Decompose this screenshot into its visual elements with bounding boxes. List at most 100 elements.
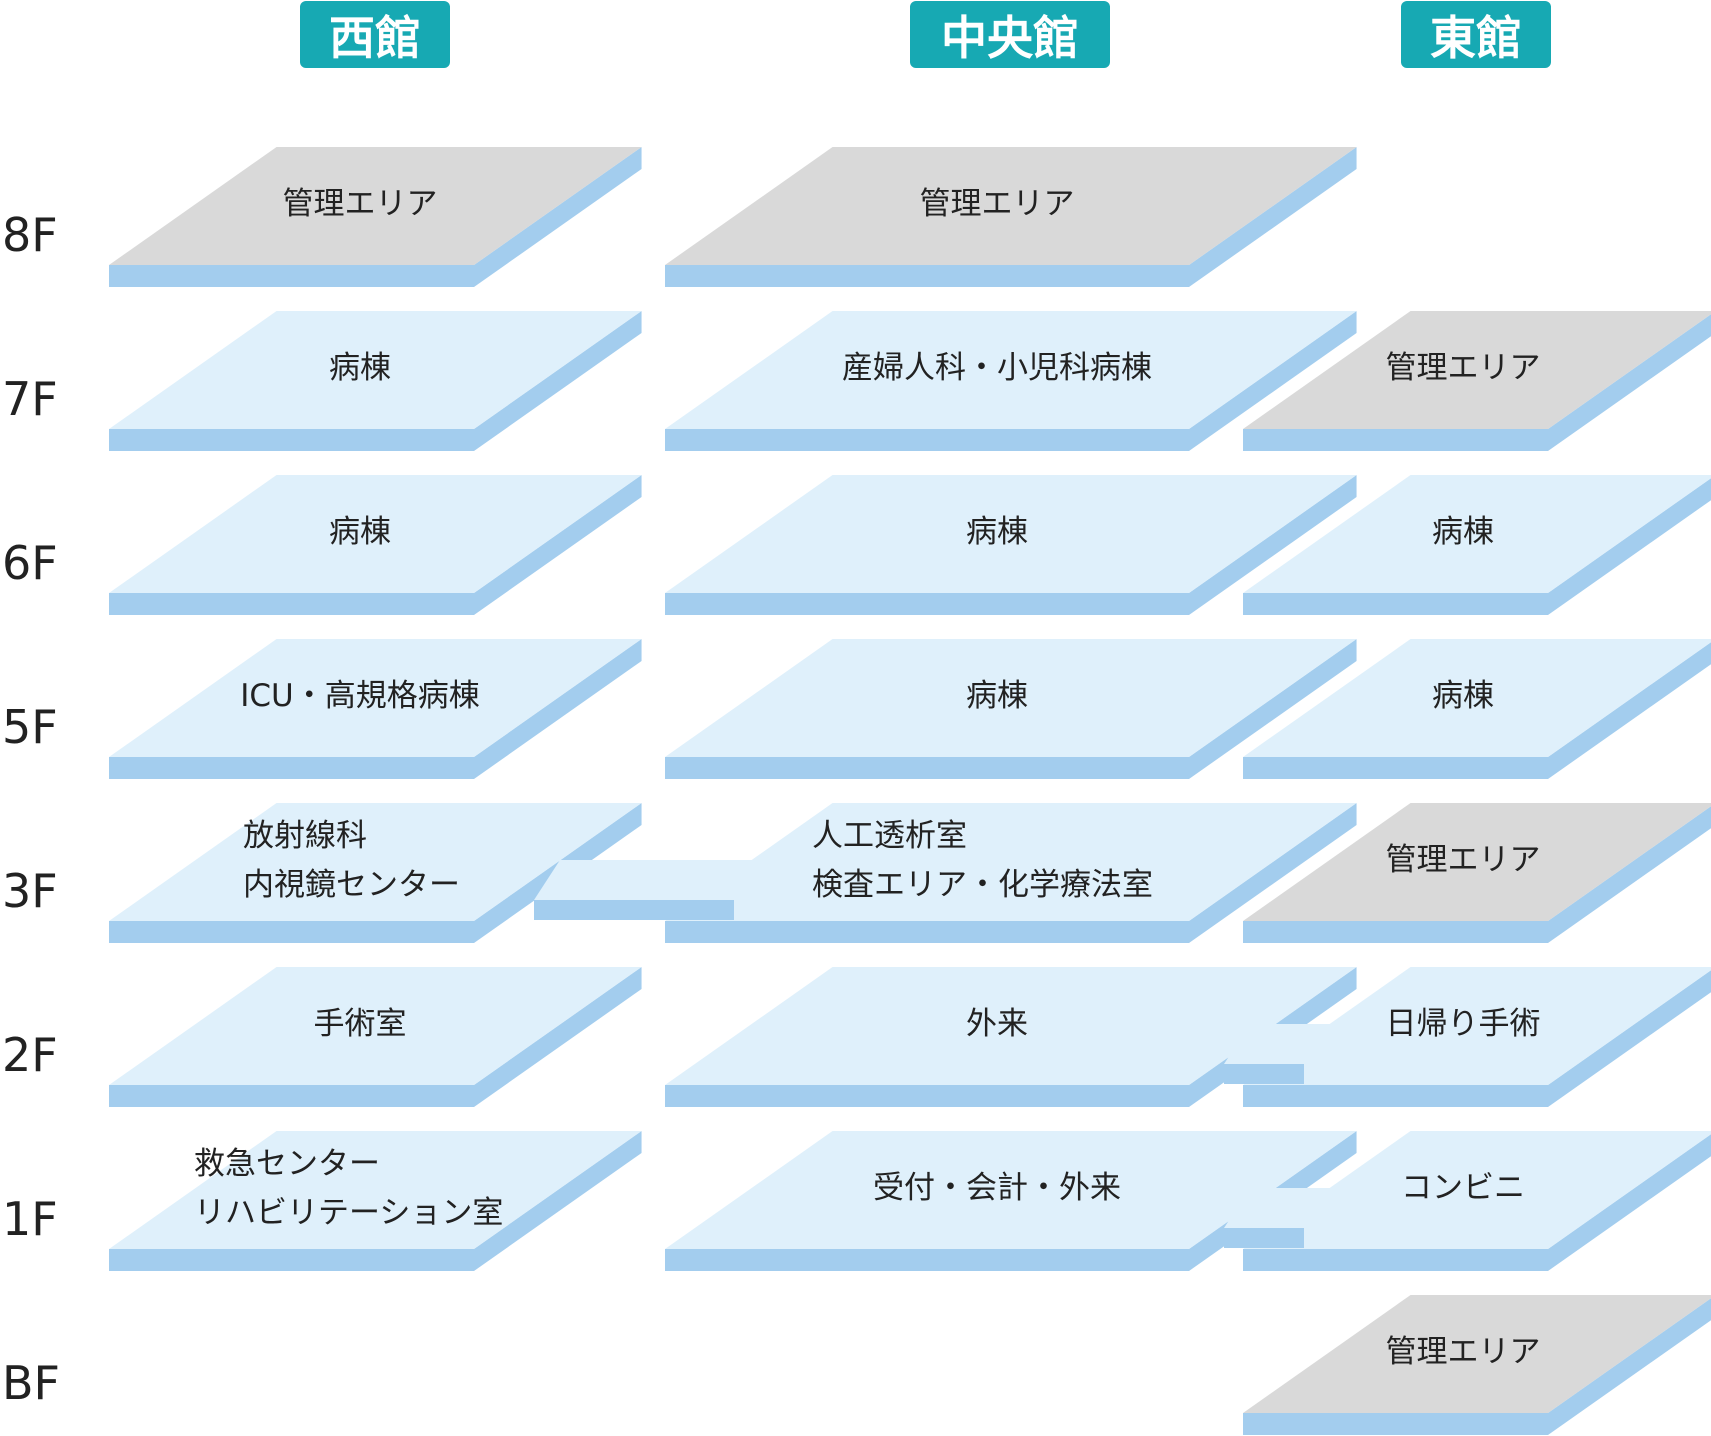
plate-west-f1-front-face — [109, 1249, 474, 1271]
area-label-east-bf: 管理エリア — [1385, 1334, 1541, 1370]
area-label-west-3f-line1: 放射線科 — [243, 818, 367, 854]
plate-central-f6-top-face — [665, 475, 1357, 593]
plate-central-f5-side-face — [1189, 639, 1357, 779]
plate-central-f7-front-face — [665, 429, 1189, 451]
plate-west-f5-front-face — [109, 757, 474, 779]
plate-west-f7-front-face — [109, 429, 474, 451]
plate-central-f1-front-face — [665, 1249, 1189, 1271]
plate-east-f1-side-face — [1548, 1134, 1711, 1271]
plate-central-f5-front-face — [665, 757, 1189, 779]
floor-label-2f: 2F — [2, 1028, 58, 1082]
plate-west-f7-side-face — [474, 311, 642, 451]
plate-west-f3-top-face — [109, 803, 642, 921]
corridor-west-central-3f-top — [534, 860, 760, 900]
plate-east-f5-top-face — [1243, 639, 1711, 757]
plate-west-f1-side-face — [474, 1131, 642, 1271]
plate-east-f7-side-face — [1548, 314, 1711, 451]
corridor-central-east-2f-top — [1224, 1024, 1330, 1064]
plate-east-f2-side-face — [1548, 970, 1711, 1107]
plate-west-f8-top-face — [109, 147, 642, 265]
plate-west-f2-front-face — [109, 1085, 474, 1107]
plate-west-f3-front-face — [109, 921, 474, 943]
plate-central-f2-front-face — [665, 1085, 1189, 1107]
plate-west-f5-top-face — [109, 639, 642, 757]
plate-east-f3-side-face — [1548, 806, 1711, 943]
plate-east-f3-top-face — [1243, 803, 1711, 921]
plate-east-f1-front-face — [1243, 1249, 1548, 1271]
plate-central-f3-front-face — [665, 921, 1189, 943]
plate-central-f3-side-face — [1189, 803, 1357, 943]
building-header-west: 西館 — [300, 1, 450, 68]
area-label-west-1f-line1: 救急センター — [194, 1146, 380, 1182]
plate-central-f7-top-face — [665, 311, 1357, 429]
plate-west-f8-side-face — [474, 147, 642, 287]
plate-east-bf-top-face — [1243, 1295, 1711, 1413]
plate-east-f6-side-face — [1548, 478, 1711, 615]
floor-label-3f: 3F — [2, 864, 58, 918]
area-label-central-1f: 受付・会計・外来 — [873, 1170, 1121, 1206]
plate-central-f2-top-face — [665, 967, 1357, 1085]
floor-label-7f: 7F — [2, 372, 58, 426]
area-label-central-8f: 管理エリア — [919, 186, 1075, 222]
corridor-central-east-1f-top — [1224, 1188, 1330, 1228]
plate-east-bf-front-face — [1243, 1413, 1548, 1435]
area-label-west-2f: 手術室 — [313, 1006, 407, 1042]
building-header-central: 中央館 — [910, 1, 1110, 68]
area-label-central-6f: 病棟 — [966, 514, 1028, 550]
plate-west-f8-front-face — [109, 265, 474, 287]
plate-central-f8-front-face — [665, 265, 1189, 287]
plate-west-f6-front-face — [109, 593, 474, 615]
floor-label-6f: 6F — [2, 536, 58, 590]
plate-east-f6-front-face — [1243, 593, 1548, 615]
floor-label-8f: 8F — [2, 208, 58, 262]
plate-central-f6-side-face — [1189, 475, 1357, 615]
area-label-east-6f: 病棟 — [1432, 514, 1494, 550]
area-label-west-1f-line2: リハビリテーション室 — [194, 1195, 504, 1231]
plate-east-f2-top-face — [1243, 967, 1711, 1085]
corridor-central-east-1f-edge — [1224, 1228, 1304, 1248]
area-label-central-3f-line1: 人工透析室 — [812, 818, 967, 854]
area-label-east-3f: 管理エリア — [1385, 842, 1541, 878]
plate-east-bf-side-face — [1548, 1298, 1711, 1435]
area-label-central-3f-line2: 検査エリア・化学療法室 — [812, 867, 1153, 903]
plate-east-f6-top-face — [1243, 475, 1711, 593]
plate-west-f2-top-face — [109, 967, 642, 1085]
plate-central-f8-top-face — [665, 147, 1357, 265]
area-label-west-6f: 病棟 — [329, 514, 391, 550]
plate-west-f7-top-face — [109, 311, 642, 429]
plate-east-f5-side-face — [1548, 642, 1711, 779]
area-label-west-3f-line2: 内視鏡センター — [243, 867, 460, 903]
corridor-central-east-2f-edge — [1224, 1064, 1304, 1084]
plate-east-f5-front-face — [1243, 757, 1548, 779]
plate-east-f2-front-face — [1243, 1085, 1548, 1107]
area-label-east-2f: 日帰り手術 — [1385, 1006, 1541, 1042]
plate-west-f6-top-face — [109, 475, 642, 593]
plate-east-f1-top-face — [1243, 1131, 1711, 1249]
plate-central-f5-top-face — [665, 639, 1357, 757]
plate-west-f5-side-face — [474, 639, 642, 779]
floor-label-5f: 5F — [2, 700, 58, 754]
area-label-east-7f: 管理エリア — [1385, 350, 1541, 386]
area-label-central-7f: 産婦人科・小児科病棟 — [842, 350, 1152, 386]
floor-label-1f: 1F — [2, 1192, 58, 1246]
area-label-east-1f: コンビニ — [1401, 1170, 1525, 1206]
plate-central-f3-top-face — [665, 803, 1357, 921]
area-label-central-5f: 病棟 — [966, 678, 1028, 714]
floor-label-bf: BF — [2, 1356, 61, 1410]
area-label-east-5f: 病棟 — [1432, 678, 1494, 714]
plate-central-f6-front-face — [665, 593, 1189, 615]
area-label-west-5f: ICU・高規格病棟 — [240, 678, 480, 714]
plate-east-f3-front-face — [1243, 921, 1548, 943]
plate-central-f8-side-face — [1189, 147, 1357, 287]
area-label-west-8f: 管理エリア — [282, 186, 438, 222]
plate-west-f2-side-face — [474, 967, 642, 1107]
plate-central-f1-top-face — [665, 1131, 1357, 1249]
plate-west-f1-top-face — [109, 1131, 642, 1249]
plate-central-f7-side-face — [1189, 311, 1357, 451]
corridor-west-central-3f-edge — [534, 900, 734, 920]
area-label-west-7f: 病棟 — [329, 350, 391, 386]
plate-east-f7-front-face — [1243, 429, 1548, 451]
plate-east-f7-top-face — [1243, 311, 1711, 429]
